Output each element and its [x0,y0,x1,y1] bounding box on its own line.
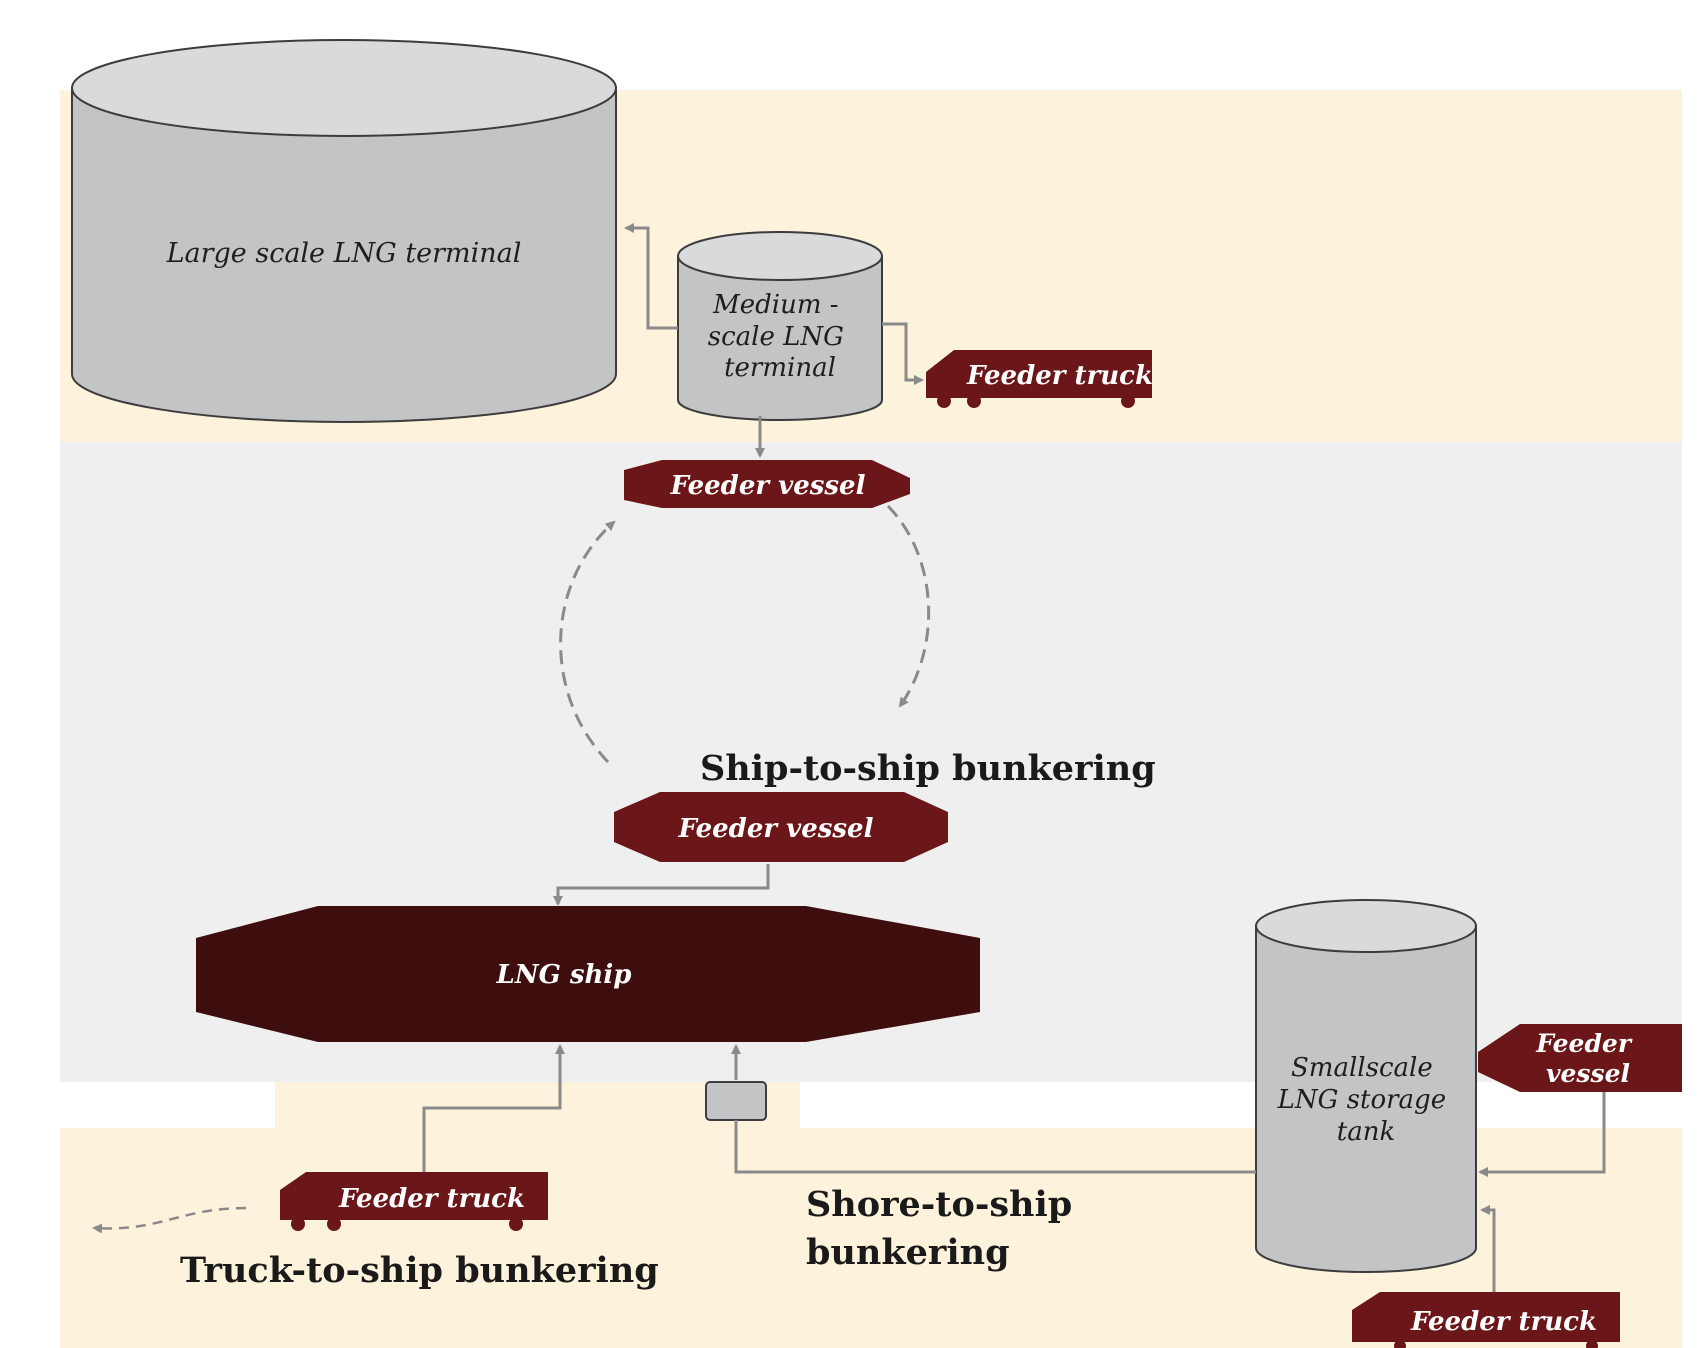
line-tank-to-box [734,1120,1256,1174]
feeder-truck-left-label: Feeder truck [338,1184,525,1214]
lng-ship: LNG ship [196,906,980,1042]
arrow-truck-to-ship [422,1044,565,1172]
heading-shore-to-ship-line-1: Shore-to-ship [806,1184,1072,1225]
large-lng-terminal-label: Large scale LNG terminal [166,238,522,269]
arrow-medium-to-truck [882,322,924,385]
feeder-truck-top-label: Feeder truck [966,361,1153,391]
feeder-vessel-right-label: Feeder vessel [1535,1029,1639,1088]
connectors [92,223,1606,1292]
arrow-truck-to-tank [1480,1205,1496,1292]
arrow-medium-to-large [624,223,678,330]
arrow-dashed-left [559,520,616,764]
medium-lng-terminal-line-2: scale LNG [708,322,844,352]
feeder-truck-bottom: Feeder truck [1352,1292,1620,1348]
large-lng-terminal: Large scale LNG terminal [71,39,617,423]
smallscale-tank-line-2: LNG storage [1277,1085,1446,1115]
feeder-vessel-mid: Feeder vessel [614,792,948,862]
medium-lng-terminal-label: Medium - scale LNG terminal [708,290,852,383]
feeder-vessel-top: Feeder vessel [624,460,910,508]
feeder-vessel-mid-label: Feeder vessel [678,814,874,844]
heading-ship-to-ship: Ship-to-ship bunkering [700,748,1156,789]
feeder-vessel-right-line-2: vessel [1546,1059,1630,1088]
smallscale-lng-storage-tank: Smallscale LNG storage tank [1255,899,1477,1273]
heading-truck-to-ship: Truck-to-ship bunkering [180,1250,659,1291]
medium-lng-terminal-line-1: Medium - [712,290,838,320]
smallscale-tank-line-1: Smallscale [1291,1053,1433,1083]
feeder-vessel-right: Feeder vessel [1478,1024,1682,1092]
feeder-truck-left: Feeder truck [280,1172,548,1231]
arrow-dashed-right [886,504,931,708]
medium-lng-terminal: Medium - scale LNG terminal [677,231,883,421]
smallscale-tank-label: Smallscale LNG storage tank [1277,1053,1455,1147]
feeder-truck-top: Feeder truck [926,350,1153,408]
heading-shore-to-ship: Shore-to-ship bunkering [806,1184,1084,1273]
shore-connection-box [705,1081,767,1121]
feeder-vessel-top-label: Feeder vessel [670,471,866,501]
arrow-vessel-to-tank [1478,1092,1606,1177]
feeder-vessel-right-line-1: Feeder [1535,1029,1633,1058]
medium-lng-terminal-line-3: terminal [724,353,836,383]
lng-ship-label: LNG ship [496,960,632,990]
heading-shore-to-ship-line-2: bunkering [806,1232,1010,1273]
arrow-vessel-to-ship [553,864,770,906]
arrow-dashed-truck-out [92,1206,247,1234]
smallscale-tank-line-3: tank [1337,1117,1395,1147]
feeder-truck-bottom-label: Feeder truck [1410,1307,1597,1337]
